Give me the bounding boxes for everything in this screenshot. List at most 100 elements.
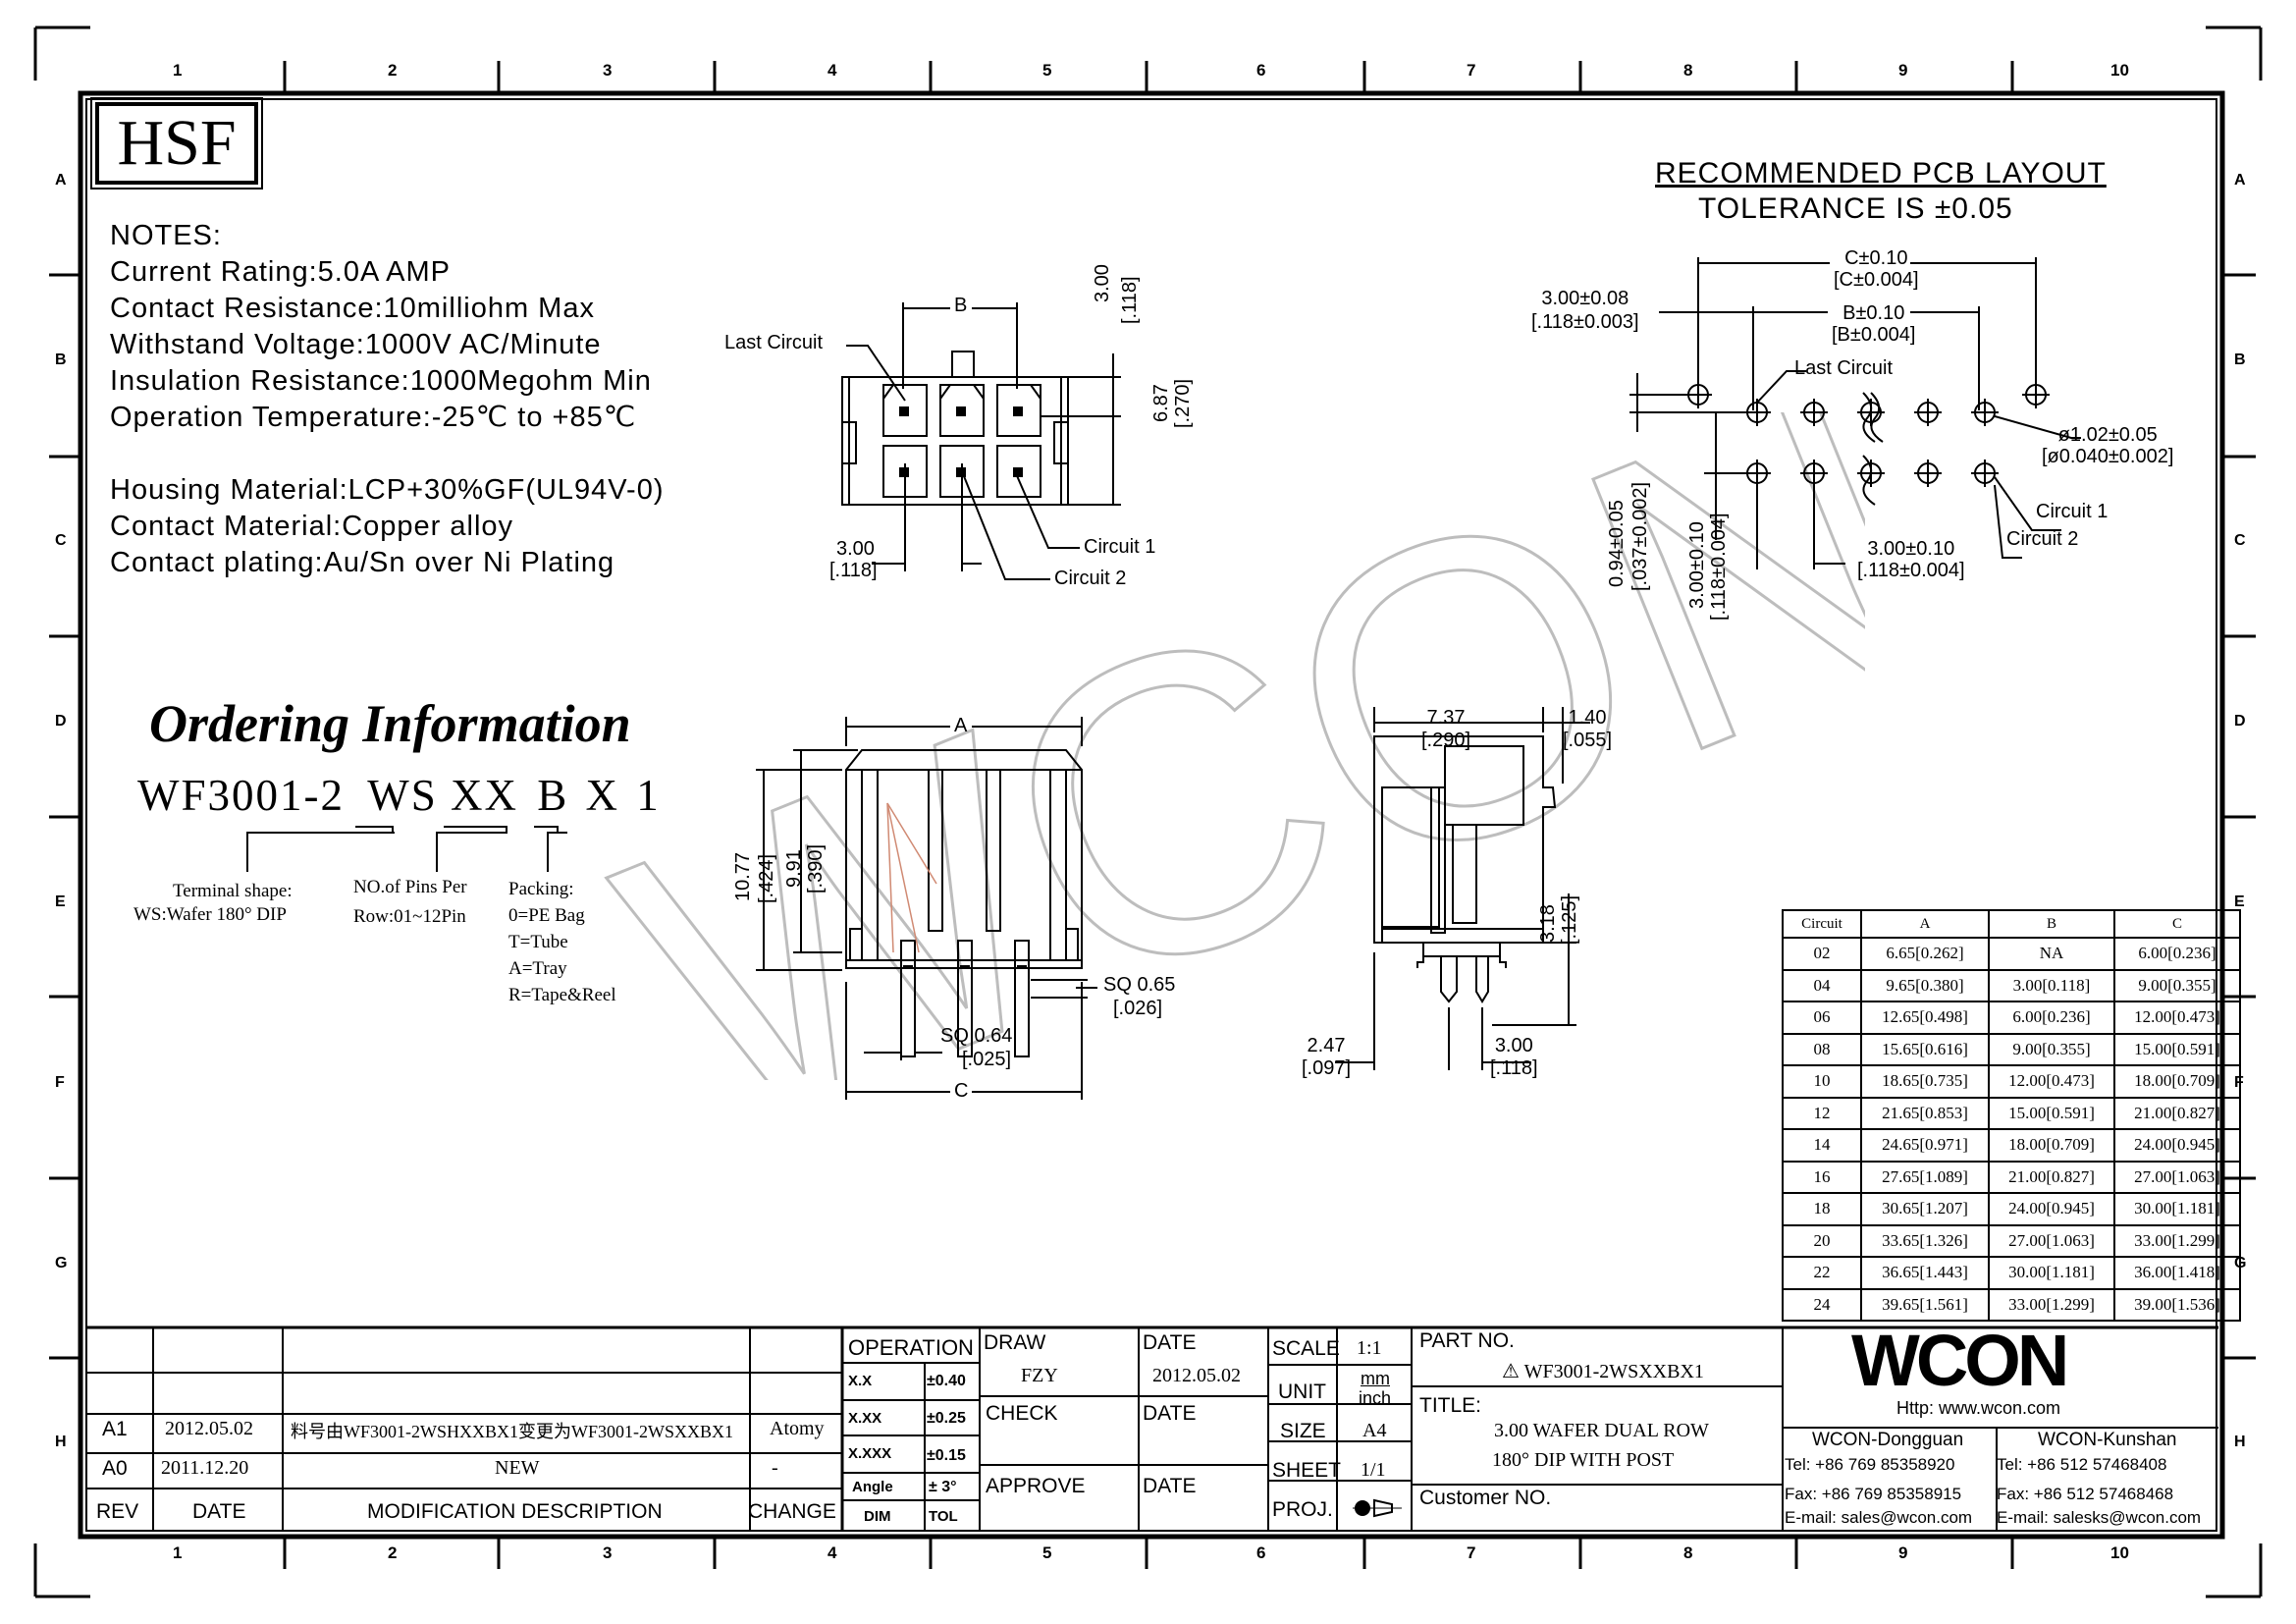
note-line: Insulation Resistance:1000Megohm Min [110,365,652,397]
pcb-hole-in: [ø0.040±0.002] [2042,446,2174,467]
pcb-v2-in: [.118±0.004] [1708,513,1730,621]
table-header: Circuit [1782,909,1862,939]
table-cell: 15.00[0.591] [2113,1032,2241,1066]
col-label: 6 [1256,61,1266,80]
pcb-pitch-value: 3.00±0.10 [1867,538,1955,560]
scale-value: 1:1 [1357,1337,1382,1359]
col-label: 1 [173,1543,183,1562]
front-sq1: SQ 0.65 [1103,974,1176,996]
part-no-label: PART NO. [1419,1329,1515,1352]
table-cell: 15.65[0.616] [1860,1032,1990,1066]
side-w1-in: [.290] [1421,730,1471,751]
front-sq2-in: [.025] [962,1049,1012,1070]
table-cell: 39.00[1.536] [2113,1287,2241,1322]
drawer-name: FZY [1021,1365,1058,1386]
row-label: A [2234,172,2246,189]
kunshan-tel: Tel: +86 512 57468408 [1997,1455,2167,1474]
draw-date: 2012.05.02 [1152,1365,1241,1386]
kunshan-fax: Fax: +86 512 57468468 [1997,1485,2174,1503]
packing-option: 0=PE Bag [508,905,585,926]
table-cell: 36.00[1.418] [2113,1256,2241,1290]
row-label: E [2234,893,2245,910]
sheet-value: 1/1 [1361,1459,1386,1481]
table-cell: 18.00[0.709] [1988,1128,2115,1163]
title-line2: 180° DIP WITH POST [1492,1449,1675,1471]
table-cell: 02 [1782,937,1862,971]
date-header: DATE [192,1500,246,1523]
table-cell: 21.65[0.853] [1860,1096,1990,1130]
side-d2-in: [.118] [1490,1057,1538,1079]
packing-label: Packing: [508,879,574,899]
table-cell: 21.00[0.827] [2113,1096,2241,1130]
part-no: ⚠ WF3001-2WSXXBX1 [1502,1359,1704,1383]
approve-date-label: DATE [1143,1475,1197,1497]
ordering-title: Ordering Information [149,694,631,753]
col-label: 7 [1467,61,1476,80]
row-label: E [55,893,66,910]
side-w1: 7.37 [.290] [1421,707,1470,752]
pcb-pitch: 3.00±0.10 [.118±0.004] [1857,538,1965,581]
draw-label: DRAW [984,1331,1046,1354]
col-label: 4 [828,1543,837,1562]
table-cell: 12 [1782,1096,1862,1130]
table-cell: 33.65[1.326] [1860,1223,1990,1258]
table-cell: 18.65[0.735] [1860,1064,1990,1099]
pcb-v1-in: [.037±0.002] [1629,481,1651,591]
code-1: 1 [636,771,661,820]
table-cell: 21.00[0.827] [1988,1160,2115,1194]
top-pitch-v-value: 3.00 [1092,264,1113,302]
col-label: 6 [1256,1543,1266,1562]
side-h: 3.18 [1537,904,1559,943]
rev-a0-desc: NEW [495,1457,540,1479]
front-c-label: C [954,1080,969,1102]
pcb-pitch-in: [.118±0.004] [1857,560,1965,581]
rev-a0-date: 2011.12.20 [161,1457,249,1479]
row-labels-left: A B C D E F G H [55,0,75,1624]
table-cell: 15.00[0.591] [1988,1096,2115,1130]
top-pitch-h-in: [.118] [829,560,878,581]
side-h-in: [.125] [1559,894,1580,945]
table-cell: 24 [1782,1287,1862,1322]
tol-dim-2: X.XXX [848,1445,892,1462]
note-line: Contact Material:Copper alloy [110,511,514,542]
operation-label: OPERATION [848,1335,974,1360]
note-line: Contact Resistance:10milliohm Max [110,293,595,324]
front-h1-in: [.424] [756,853,777,903]
pcb-circuit1: Circuit 1 [2036,501,2109,522]
unit-label: UNIT [1278,1380,1326,1403]
table-cell: 24.00[0.945] [2113,1128,2241,1163]
table-cell: 10 [1782,1064,1862,1099]
table-cell: 6.65[0.262] [1860,937,1990,971]
note-line: Withstand Voltage:1000V AC/Minute [110,329,602,360]
side-w2-value: 1.40 [1568,707,1607,729]
change-header: CHANGE [748,1500,836,1523]
pcb-c-value: C±0.10 [1844,247,1908,269]
pcb-offset-in: [.118±0.003] [1531,311,1639,333]
table-cell: 39.65[1.561] [1860,1287,1990,1322]
table-cell: 18.00[0.709] [2113,1064,2241,1099]
row-label: B [2234,352,2246,368]
top-pitch-v-in: [.118] [1119,276,1141,324]
note-line: Contact plating:Au/Sn over Ni Plating [110,547,615,578]
col-label: 5 [1042,61,1052,80]
front-sq2: SQ 0.64 [940,1025,1013,1047]
col-label: 1 [173,61,183,80]
code-xx: XX [451,771,518,820]
part-no-value: WF3001-2WSXXBX1 [1523,1361,1704,1382]
side-d1: 2.47 [.097] [1302,1035,1351,1080]
table-cell: 9.00[0.355] [1988,1032,2115,1066]
terminal-value: WS:Wafer 180° DIP [133,904,287,925]
note-line: Housing Material:LCP+30%GF(UL94V-0) [110,474,665,506]
code-x: X [585,771,620,820]
front-h2-in: [.390] [805,843,827,893]
watermark: WCON [569,412,1865,1080]
dongguan-fax: Fax: +86 769 85358915 [1785,1485,1962,1503]
column-labels-bottom: 1 2 3 4 5 6 7 8 9 10 [0,1543,2296,1567]
rev-a0: A0 [102,1457,128,1480]
dongguan-name: WCON-Dongguan [1812,1430,1964,1450]
